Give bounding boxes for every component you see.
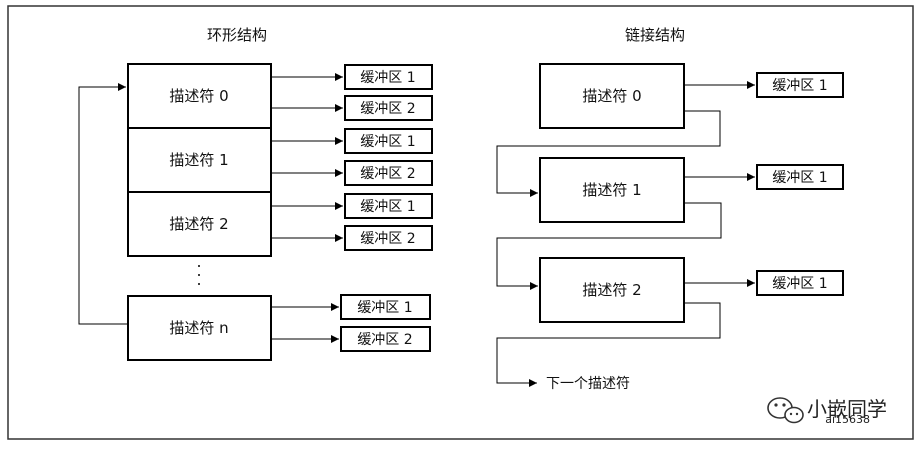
ring-descriptor-2 xyxy=(127,191,272,257)
chain-descriptor-2-label: 描述符 2 xyxy=(582,281,641,299)
ring-d1-buffer-1 xyxy=(344,128,433,154)
chain-link-2-to-next xyxy=(496,302,721,387)
ring-descriptor-n xyxy=(127,295,272,361)
ring-return-arrow xyxy=(78,83,128,325)
chain-descriptor-0 xyxy=(539,63,685,129)
ring-d2-buffer-2-label: 缓冲区 2 xyxy=(360,231,415,247)
ring-descriptor-2-label: 描述符 2 xyxy=(169,215,228,233)
ring-title: 环形结构 xyxy=(207,26,267,44)
chain-descriptor-2 xyxy=(539,257,685,323)
ring-descriptor-0-label: 描述符 0 xyxy=(169,87,228,105)
ring-descriptor-1-label: 描述符 1 xyxy=(169,151,228,169)
ring-d2-buffer-1-label: 缓冲区 1 xyxy=(360,199,415,215)
wechat-icon xyxy=(767,397,804,424)
ring-descriptor-n-label: 描述符 n xyxy=(169,319,228,337)
chain-d1-buffer-1-label: 缓冲区 1 xyxy=(772,170,827,186)
chain-descriptor-0-label: 描述符 0 xyxy=(582,87,641,105)
ring-d0-buffer-2-label: 缓冲区 2 xyxy=(360,101,415,117)
ring-d2-buffer-2 xyxy=(344,225,433,251)
ring-d0-buffer-2 xyxy=(344,95,433,121)
ring-d0-buffer-1 xyxy=(344,64,433,90)
ring-dn-buffer-2 xyxy=(340,326,431,352)
chain-descriptor-1 xyxy=(539,157,685,223)
chain-d2-buffer-1 xyxy=(756,270,844,296)
figure-code: ai15638 xyxy=(825,413,870,426)
ring-d1-buffer-2-label: 缓冲区 2 xyxy=(360,166,415,182)
chain-link-0-to-1 xyxy=(496,110,721,197)
figure-frame xyxy=(7,5,914,440)
chain-d1-buffer-1 xyxy=(756,164,844,190)
chain-descriptor-1-label: 描述符 1 xyxy=(582,181,641,199)
ring-descriptor-1 xyxy=(127,127,272,193)
chain-title: 链接结构 xyxy=(625,26,685,44)
ring-dn-buffer-1 xyxy=(340,294,431,320)
chain-d0-buffer-1-label: 缓冲区 1 xyxy=(772,78,827,94)
chain-d2-buffer-1-label: 缓冲区 1 xyxy=(772,276,827,292)
brand-watermark: 小嵌同学 xyxy=(807,397,887,421)
ring-d1-buffer-1-label: 缓冲区 1 xyxy=(360,134,415,150)
next-descriptor-label: 下一个描述符 xyxy=(546,376,630,392)
ring-d0-buffer-1-label: 缓冲区 1 xyxy=(360,70,415,86)
chain-d0-buffer-1 xyxy=(756,72,844,98)
ring-d2-buffer-1 xyxy=(344,193,433,219)
ellipsis-dots xyxy=(198,265,200,285)
ring-d1-buffer-2 xyxy=(344,160,433,186)
ring-dn-buffer-2-label: 缓冲区 2 xyxy=(357,332,412,348)
chain-link-1-to-2 xyxy=(496,202,722,290)
ring-dn-buffer-1-label: 缓冲区 1 xyxy=(357,300,412,316)
